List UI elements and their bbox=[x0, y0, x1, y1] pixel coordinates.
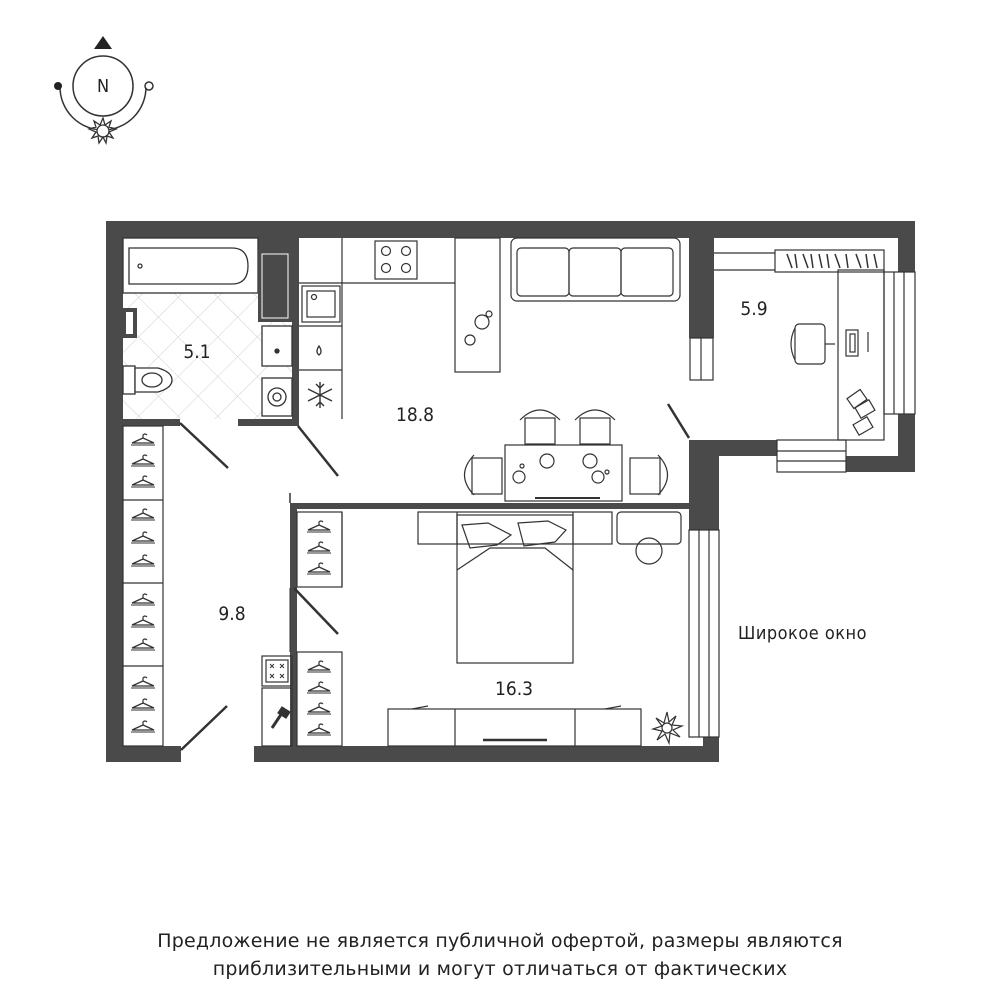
water-heater-icon bbox=[258, 250, 292, 322]
papers-icon bbox=[846, 388, 876, 437]
monitor-icon bbox=[845, 329, 869, 357]
cooktop-icon bbox=[374, 240, 418, 280]
sofa-icon bbox=[510, 237, 681, 302]
dining-table-icon bbox=[504, 444, 623, 502]
office-chair-icon bbox=[790, 323, 835, 365]
doors bbox=[179, 403, 691, 751]
door-leaf bbox=[297, 425, 339, 477]
disclaimer-line-2: приблизительными и могут отличаться от ф… bbox=[212, 958, 788, 980]
fridge-icon bbox=[307, 382, 333, 408]
brush-icon bbox=[270, 706, 291, 729]
plant-icon bbox=[650, 711, 685, 746]
entrance-door-leaf bbox=[180, 705, 228, 751]
kitchen-island bbox=[454, 237, 501, 373]
door-leaf bbox=[666, 403, 691, 439]
nightstand-icon bbox=[616, 511, 682, 565]
bar-stool-icon bbox=[464, 310, 493, 346]
towel-rail-icon bbox=[123, 308, 137, 338]
tableware-icon bbox=[512, 453, 610, 484]
dining-chair-icon bbox=[463, 454, 503, 496]
shoe-cabinet-icon bbox=[261, 655, 293, 687]
door-leaf bbox=[179, 422, 229, 469]
bedroom: 16.3 bbox=[296, 511, 685, 747]
bathtub-icon bbox=[122, 237, 259, 294]
bathroom-area: 5.1 bbox=[183, 341, 210, 363]
tv-stand-icon bbox=[387, 705, 642, 747]
study-area: 5.9 bbox=[740, 298, 767, 320]
wardrobe bbox=[122, 425, 164, 747]
windows bbox=[688, 271, 916, 738]
dining-chair-icon bbox=[574, 409, 616, 445]
wide-window-label: Широкое окно bbox=[738, 623, 867, 644]
dining-chair-icon bbox=[519, 409, 561, 445]
disclaimer-line-1: Предложение не является публичной оферто… bbox=[157, 930, 843, 952]
desk-icon bbox=[837, 269, 885, 441]
dining-chair-icon bbox=[629, 454, 669, 496]
sun-icon bbox=[87, 116, 118, 146]
bathroom: 5.1 bbox=[122, 237, 293, 419]
exterior-walls bbox=[106, 221, 915, 762]
hall: 9.8 bbox=[122, 425, 293, 747]
kitchen-living-area: 18.8 bbox=[396, 404, 434, 426]
bookshelf-icon bbox=[774, 249, 885, 273]
dishwasher-icon bbox=[316, 344, 322, 356]
hall-area: 9.8 bbox=[218, 603, 245, 625]
study: 5.9 bbox=[714, 249, 885, 441]
door-leaf bbox=[293, 587, 339, 635]
interior-walls bbox=[123, 238, 689, 746]
north-label: N bbox=[97, 76, 109, 97]
kitchen-living: 18.8 bbox=[299, 237, 681, 502]
north-arrow-icon bbox=[94, 36, 112, 49]
bedroom-area: 16.3 bbox=[495, 678, 533, 700]
washing-machine-icon bbox=[261, 377, 293, 417]
kitchen-sink-icon bbox=[301, 285, 341, 323]
washbasin-icon bbox=[261, 325, 293, 367]
closet-icon bbox=[296, 511, 343, 588]
bed-icon bbox=[417, 511, 613, 664]
closet-icon bbox=[296, 651, 343, 747]
compass: N bbox=[54, 36, 154, 146]
toilet-icon bbox=[122, 365, 173, 395]
